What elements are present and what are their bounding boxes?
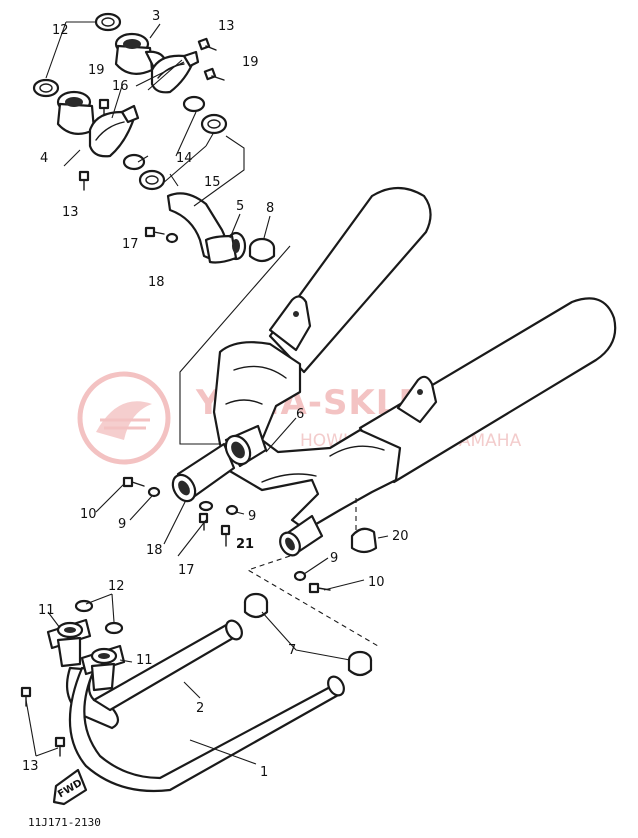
- gasket-12-lower-b: [104, 621, 124, 635]
- callout-16: 16: [112, 79, 129, 94]
- muffler-fasteners: [122, 476, 331, 594]
- clamp-16-upper: [150, 50, 200, 94]
- callout-11-left: 11: [38, 603, 55, 618]
- bolt-10-left: [122, 476, 145, 488]
- watermark-logo-icon: [77, 371, 171, 465]
- callout-12-lower: 12: [108, 579, 125, 594]
- callout-17-upper: 17: [122, 237, 139, 252]
- callout-19-right: 19: [242, 55, 259, 70]
- gasket-12-left: [32, 78, 60, 98]
- callout-8: 8: [266, 201, 274, 216]
- sleeve-7-lower: [347, 650, 373, 677]
- muffler-assembly-6: [171, 186, 617, 557]
- upper-joint-parts: [32, 12, 276, 264]
- bolt-17-lower: [198, 512, 209, 531]
- washer-9-mid: [225, 504, 239, 516]
- bracket-left: [268, 295, 312, 352]
- callout-7: 7: [288, 643, 296, 658]
- bolt-13-left: [78, 170, 90, 191]
- bolt-21: [220, 524, 231, 547]
- bolt-17-upper: [144, 226, 165, 238]
- joint-4: [56, 90, 96, 135]
- bolt-13-lower-b: [54, 736, 66, 757]
- pipe-leaders: [25, 593, 351, 765]
- callout-19-left: 19: [88, 63, 105, 78]
- assembly-guide-lines: [45, 21, 291, 445]
- callout-15: 15: [204, 175, 221, 190]
- flange-11-right: [80, 644, 126, 692]
- bracket-right: [396, 375, 438, 424]
- callout-21: 21: [236, 537, 254, 552]
- washer-9-left: [147, 486, 161, 498]
- muffler-right: [358, 297, 617, 484]
- callout-6: 6: [296, 407, 304, 422]
- gasket-14-lower: [122, 153, 146, 171]
- callout-9-mid: 9: [248, 509, 256, 524]
- washer-18-lower: [198, 500, 214, 512]
- callout-13-top: 13: [218, 19, 235, 34]
- callout-11-right: 11: [136, 653, 153, 668]
- bolt-13-lower-a: [20, 686, 32, 707]
- callout-4: 4: [40, 151, 48, 166]
- muffler-leaders: [95, 417, 389, 647]
- clamp-16-lower: [88, 104, 140, 158]
- callout-3: 3: [152, 9, 160, 24]
- washer-9-right: [293, 570, 307, 582]
- bolt-10-right: [308, 582, 331, 594]
- callout-9-left: 9: [118, 517, 126, 532]
- gasket-12-top: [94, 12, 122, 32]
- exhaust-pipes: FWD: [20, 592, 373, 806]
- callout-9-right: 9: [330, 551, 338, 566]
- bolt-19-left: [98, 98, 110, 115]
- callout-20: 20: [392, 529, 409, 544]
- callout-numbers: 12 3 13 19 19 16 4 14 15 13 5 8 17 18 6 …: [22, 9, 409, 780]
- gasket-14-upper: [182, 95, 206, 113]
- gasket-15-upper: [200, 113, 228, 135]
- bolt-13-upper: [197, 37, 217, 51]
- callout-5: 5: [236, 199, 244, 214]
- callout-10-left: 10: [80, 507, 97, 522]
- figure-code: 11J171-2130: [28, 816, 101, 829]
- gasket-15-lower: [138, 169, 166, 191]
- callout-1: 1: [260, 765, 268, 780]
- washer-18-upper: [165, 232, 179, 244]
- fwd-arrow-icon: FWD: [52, 768, 88, 806]
- callout-18-upper: 18: [148, 275, 165, 290]
- callout-17-lower: 17: [178, 563, 195, 578]
- sleeve-8: [248, 237, 276, 263]
- bolt-19-upper: [203, 67, 225, 81]
- sleeve-7-upper: [243, 592, 269, 619]
- callout-12-top: 12: [52, 23, 69, 38]
- callout-2: 2: [196, 701, 204, 716]
- callout-10-right: 10: [368, 575, 385, 590]
- flange-11-left: [46, 618, 92, 668]
- exhaust-pipe-2: [92, 622, 242, 712]
- callout-14: 14: [176, 151, 193, 166]
- pipe-joint-5: [166, 192, 247, 264]
- grommet-20: [350, 527, 378, 554]
- callout-13-lower: 13: [22, 759, 39, 774]
- callout-18-lower: 18: [146, 543, 163, 558]
- callout-13-left: 13: [62, 205, 79, 220]
